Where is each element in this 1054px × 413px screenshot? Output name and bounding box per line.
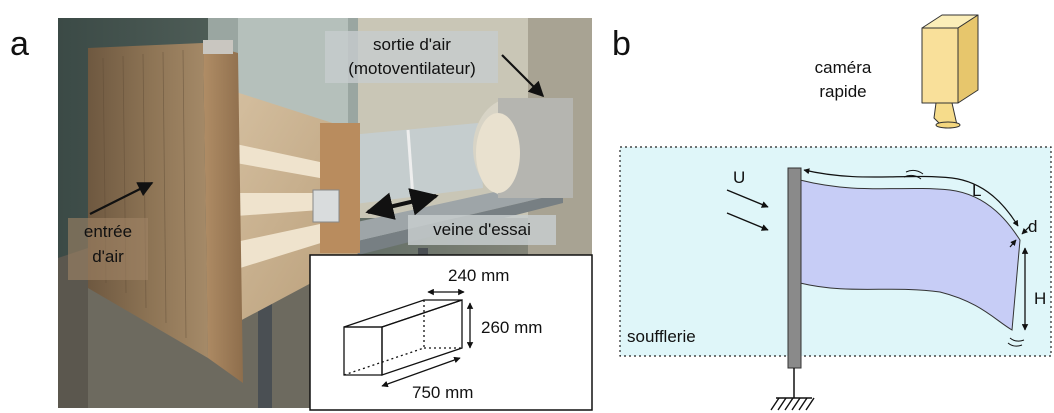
height-dimension-label: 260 mm	[481, 318, 542, 337]
inlet-label-box	[68, 218, 148, 280]
camera-label-line1: caméra	[815, 58, 872, 77]
panel-a-label: a	[10, 25, 29, 63]
length-label: L	[972, 181, 981, 200]
outlet-arrow	[501, 54, 545, 98]
thickness-label: d	[1028, 217, 1037, 236]
inlet-arrow	[89, 182, 154, 215]
wind-arrow-lower	[726, 212, 769, 231]
outlet-label-box	[325, 31, 498, 83]
flag-mast	[787, 167, 802, 369]
tunnel-label: soufflerie	[627, 327, 696, 346]
length-arrow	[803, 168, 1019, 227]
length-dimension-arrow	[381, 356, 461, 388]
test-section-label-box	[408, 215, 556, 245]
motion-mark-bottom	[1007, 337, 1025, 347]
length-dimension-label: 750 mm	[412, 383, 473, 402]
ground-hatch	[770, 397, 815, 411]
outlet-label-line1: sortie d'air	[373, 35, 451, 54]
outlet-label-line2: (motoventilateur)	[348, 59, 476, 78]
motion-mark-top	[903, 169, 924, 180]
inlet-label-line1: entrée	[84, 222, 132, 241]
wind-velocity-label: U	[733, 168, 745, 187]
camera-label-line2: rapide	[819, 82, 866, 101]
thickness-arrow-b	[1021, 225, 1031, 235]
test-section-arrow	[365, 188, 439, 220]
width-dimension-label: 240 mm	[448, 266, 509, 285]
height-label: H	[1034, 289, 1046, 308]
wind-arrow-upper	[726, 189, 769, 208]
test-section-label: veine d'essai	[433, 220, 531, 239]
panel-b-label: b	[612, 25, 631, 63]
inlet-label-line2: d'air	[92, 247, 124, 266]
thickness-arrow-a	[1009, 239, 1017, 248]
high-speed-camera-icon	[921, 14, 979, 129]
